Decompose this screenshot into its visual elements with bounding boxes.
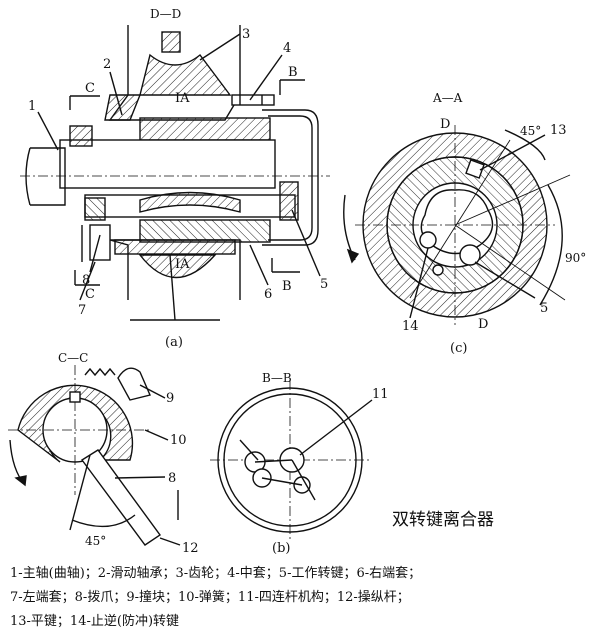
callout-6: 6 xyxy=(264,287,272,302)
caption-a: (a) xyxy=(165,335,183,350)
callout-5a: 5 xyxy=(320,277,328,292)
callout-5b: 5 xyxy=(540,301,548,316)
callout-2: 2 xyxy=(103,57,111,72)
view-c xyxy=(343,125,571,325)
section-b-bottom: B xyxy=(282,279,292,294)
view-a xyxy=(20,25,330,321)
callout-8a: 8 xyxy=(82,273,90,288)
view-bb xyxy=(210,380,373,540)
section-b-top: B xyxy=(288,65,298,80)
diagram-title: 双转键离合器 xyxy=(392,510,494,530)
callout-11: 11 xyxy=(372,387,389,402)
caption-b: (b) xyxy=(272,541,290,556)
callout-1: 1 xyxy=(28,99,36,114)
section-ia-bottom: IA xyxy=(175,257,190,272)
section-d-top: D xyxy=(440,117,450,132)
callout-9: 9 xyxy=(166,391,174,406)
section-ia-top: IA xyxy=(175,91,190,106)
legend-line-1: 1-主轴(曲轴)；2-滑动轴承；3-齿轮；4-中套；5-工作转键；6-右端套； xyxy=(10,566,422,581)
callout-10: 10 xyxy=(170,433,187,448)
angle-45-cc: 45° xyxy=(85,534,106,548)
callout-14: 14 xyxy=(402,319,419,334)
angle-45-c: 45° xyxy=(520,124,541,138)
callout-7: 7 xyxy=(78,303,86,318)
callout-8b: 8 xyxy=(168,471,176,486)
section-c-top: C xyxy=(85,81,95,96)
section-d-bottom: D xyxy=(478,317,488,332)
callout-4: 4 xyxy=(283,41,291,56)
section-cc-label: C—C xyxy=(58,351,88,365)
angle-90: 90° xyxy=(565,251,586,265)
view-cc xyxy=(8,365,181,546)
legend-line-2: 7-左端套；8-拨爪；9-撞块；10-弹簧；11-四连杆机构；12-操纵杆； xyxy=(10,590,410,605)
caption-c: (c) xyxy=(450,341,467,356)
section-bb-label: B—B xyxy=(262,371,292,385)
clutch-diagram: D—D IA IA C C B B 1 2 3 4 5 6 7 8 (a) A—… xyxy=(8,7,586,556)
section-aa-label: A—A xyxy=(432,91,463,105)
callout-12: 12 xyxy=(182,541,199,556)
section-dd-label: D—D xyxy=(150,7,181,21)
section-c-bottom: C xyxy=(85,287,95,302)
callout-13: 13 xyxy=(550,123,567,138)
legend-line-3: 13-平键；14-止逆(防冲)转键 xyxy=(10,614,180,629)
callout-3: 3 xyxy=(242,27,250,42)
